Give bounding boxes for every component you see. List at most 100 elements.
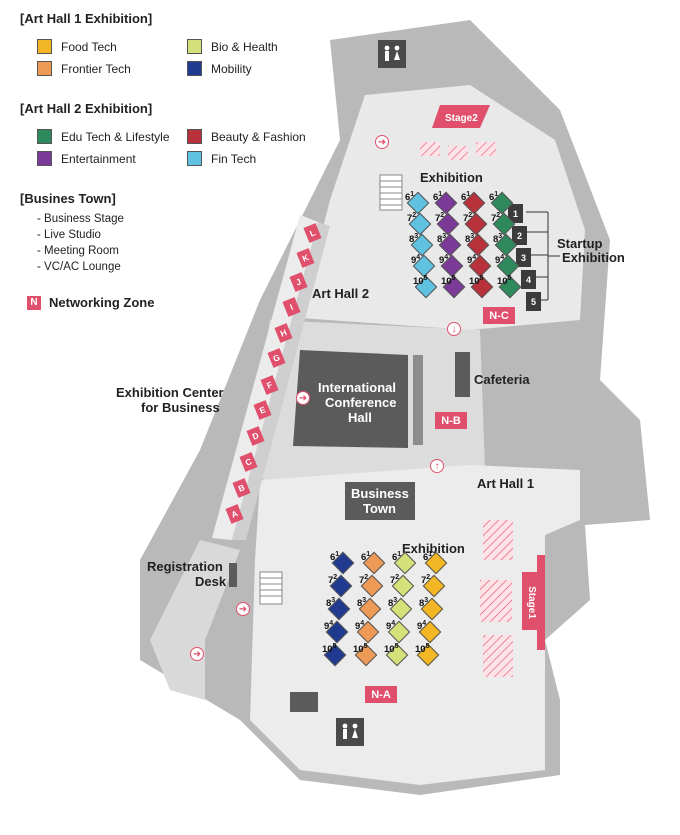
legend-heading-art-hall-1: [Art Hall 1 Exhibition] <box>20 11 153 26</box>
booth-number: 94 <box>386 620 396 633</box>
legend-label: Food Tech <box>61 39 117 54</box>
restroom-icon-top <box>378 40 406 68</box>
fin-tech-swatch <box>187 151 202 166</box>
entertainment-swatch <box>37 151 52 166</box>
booth-number: 105 <box>353 643 368 656</box>
booth-number: 83 <box>388 597 398 610</box>
legend-label: Fin Tech <box>211 151 257 166</box>
entrance-arrow-icon: ↓ <box>447 322 461 336</box>
legend-item-entertainment: Entertainment <box>37 151 136 166</box>
beauty-fashion-swatch <box>187 129 202 144</box>
booth-number: 72 <box>390 574 400 587</box>
entrance-arrow-icon: ➜ <box>236 602 250 616</box>
booth-number: 83 <box>409 233 419 246</box>
business-town-item: - VC/AC Lounge <box>37 261 121 273</box>
entrance-arrow-icon: ➜ <box>190 647 204 661</box>
booth-number: 105 <box>497 275 512 288</box>
stage2-seat-b <box>448 146 468 160</box>
booth-number: 72 <box>491 212 501 225</box>
booth-number: 72 <box>407 212 417 225</box>
booth-number: 83 <box>465 233 475 246</box>
stage1-seat-a <box>483 520 513 560</box>
booth-number: 83 <box>493 233 503 246</box>
entrance-arrow-icon: ↑ <box>430 459 444 473</box>
startup-bracket <box>526 211 560 301</box>
art-hall-2-label: Art Hall 2 <box>312 286 370 301</box>
cafeteria-label: Cafeteria <box>474 372 530 387</box>
business-town-building <box>345 482 415 520</box>
legend-label: Mobility <box>211 61 252 76</box>
exhibition-label-hall1: Exhibition <box>402 541 465 556</box>
booth-number: 94 <box>411 254 421 267</box>
ecb-label-line1: Exhibition Center <box>116 385 224 400</box>
booth-number: 72 <box>421 574 431 587</box>
mobility-swatch <box>187 61 202 76</box>
booth-number: 72 <box>435 212 445 225</box>
service-block <box>290 692 318 712</box>
legend-label: Frontier Tech <box>61 61 131 76</box>
legend-item-beauty-fashion: Beauty & Fashion <box>187 129 306 144</box>
booth-number: 94 <box>467 254 477 267</box>
booth-number: 105 <box>441 275 456 288</box>
frontier-tech-swatch <box>37 61 52 76</box>
legend-label: Entertainment <box>61 151 136 166</box>
booth-number: 61 <box>461 191 471 204</box>
startup-label-line1: Startup <box>557 236 603 251</box>
booth-number: 61 <box>405 191 415 204</box>
booth-number: 83 <box>437 233 447 246</box>
networking-badge-na: N-A <box>365 686 397 703</box>
legend-heading-art-hall-2: [Art Hall 2 Exhibition] <box>20 101 153 116</box>
left-walkway <box>150 540 240 700</box>
edu-tech-swatch <box>37 129 52 144</box>
stage1-seat-c <box>483 635 513 677</box>
booth-number: 72 <box>463 212 473 225</box>
booth-number: 72 <box>359 574 369 587</box>
icc-annex <box>413 355 423 445</box>
business-town-item: - Meeting Room <box>37 245 119 257</box>
legend-item-food-tech: Food Tech <box>37 39 117 54</box>
exhibition-label-hall2: Exhibition <box>420 170 483 185</box>
startup-booth-5: 5 <box>526 292 541 311</box>
ecb-strip-inner <box>232 222 330 540</box>
booth-number: 94 <box>324 620 334 633</box>
booth-number: 61 <box>489 191 499 204</box>
startup-booth-4: 4 <box>521 270 536 289</box>
booth-number: 83 <box>357 597 367 610</box>
booth-number: 94 <box>355 620 365 633</box>
art-hall-1-label: Art Hall 1 <box>477 476 535 491</box>
booth-number: 94 <box>439 254 449 267</box>
booth-number: 105 <box>469 275 484 288</box>
booth-number: 61 <box>361 551 371 564</box>
legend-networking-zone: N Networking Zone <box>27 295 154 310</box>
registration-desk <box>229 563 237 587</box>
networking-badge-nb: N-B <box>435 412 467 429</box>
networking-badge-icon: N <box>27 295 41 310</box>
booth-number: 61 <box>423 551 433 564</box>
booth-number: 83 <box>419 597 429 610</box>
icc-label-line1: International <box>318 380 397 395</box>
legend-item-bio-health: Bio & Health <box>187 39 278 54</box>
stage2-seat-c <box>476 142 496 156</box>
legend-item-mobility: Mobility <box>187 61 252 76</box>
stage2-label: Stage2 <box>445 113 478 124</box>
legend-label: Beauty & Fashion <box>211 129 306 144</box>
business-town-label-line2: Town <box>363 501 396 516</box>
legend-item-edu-tech: Edu Tech & Lifestyle <box>37 129 170 144</box>
registration-label-line1: Registration <box>147 559 223 574</box>
entrance-arrow-icon: ➜ <box>296 391 310 405</box>
booth-number: 94 <box>495 254 505 267</box>
startup-label-line2: Exhibition <box>562 250 625 265</box>
cafeteria-building <box>455 352 470 397</box>
business-town-item: - Live Studio <box>37 229 101 241</box>
food-tech-swatch <box>37 39 52 54</box>
icc-label-line2: Conference <box>325 395 397 410</box>
registration-label-line2: Desk <box>195 574 227 589</box>
legend-heading-business-town: [Busines Town] <box>20 191 116 206</box>
booth-number: 105 <box>413 275 428 288</box>
stage1-front <box>537 555 545 650</box>
booth-number: 94 <box>417 620 427 633</box>
booth-number: 105 <box>322 643 337 656</box>
booth-number: 105 <box>415 643 430 656</box>
networking-badge-nc: N-C <box>483 307 515 324</box>
